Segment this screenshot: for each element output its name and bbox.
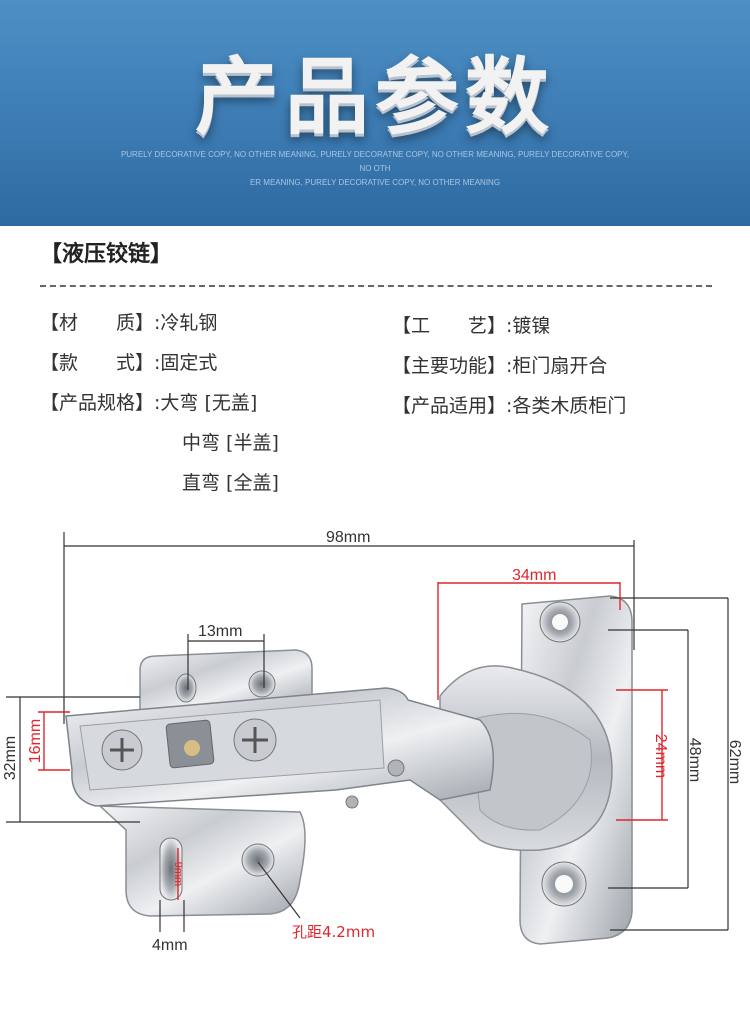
spec-style-label: 【款 式】 [40,352,155,374]
spec-size-value-3: 直弯 [全盖] [182,472,279,494]
spec-usage-label: 【产品适用】 [392,395,507,417]
dim-total-length: 98mm [326,529,370,546]
dim-hole-spacing: 13mm [198,623,242,640]
base-plate [98,649,313,917]
dim-base-height: 16mm [27,719,44,763]
spec-usage-value: :各类木质柜门 [506,395,627,417]
banner-title: 产品参数 [194,48,555,146]
spec-size-label: 【产品规格】 [40,392,155,414]
spec-size-value-1: :大弯 [无盖] [154,392,258,414]
banner-subtitle-line1: PURELY DECORATIVE COPY, NO OTHER MEANING… [120,150,630,173]
spec-process: 【工 艺】:镀镍 [392,311,550,338]
dim-cup-width: 34mm [512,567,556,584]
spec-function-label: 【主要功能】 [392,355,507,377]
dim-slot-length: 9mm [172,862,184,886]
hinge-cup [439,665,613,852]
dim-plate-inner: 48mm [686,738,703,782]
spec-style: 【款 式】:固定式 [40,348,217,375]
dim-left-height: 32mm [2,736,19,780]
spec-function-value: :柜门扇开合 [506,355,608,377]
spec-style-value: :固定式 [154,352,218,374]
divider [40,285,712,287]
hinge-arm [65,687,495,809]
spec-process-value: :镀镍 [506,315,551,337]
banner-subtitle: PURELY DECORATIVE COPY, NO OTHER MEANING… [120,148,630,190]
dim-slot-width: 4mm [152,937,188,954]
dimension-lines-red [38,582,668,900]
spec-process-label: 【工 艺】 [392,315,507,337]
spec-function: 【主要功能】:柜门扇开合 [392,351,607,378]
spec-size-value-2: 中弯 [半盖] [182,432,279,454]
spec-material-value: :冷轧钢 [154,312,218,334]
dim-cup-depth: 24mm [652,734,669,778]
header-banner: 产品参数 PURELY DECORATIVE COPY, NO OTHER ME… [0,0,750,226]
product-name: 【液压铰链】 [40,242,173,267]
dim-hole-diameter: 孔距4.2mm [292,923,375,941]
dimension-lines-black [6,532,729,932]
banner-subtitle-line2: ER MEANING, PURELY DECORATIVE COPY, NO O… [249,178,501,187]
spec-material: 【材 质】:冷轧钢 [40,308,217,335]
spec-size: 【产品规格】:大弯 [无盖] [40,388,257,415]
spec-material-label: 【材 质】 [40,312,155,334]
spec-usage: 【产品适用】:各类木质柜门 [392,391,626,418]
hinge-diagram: 98mm 34mm 13mm 32mm 16mm 24mm 48mm 62mm … [2,529,743,954]
dim-plate-outer: 62mm [726,740,743,784]
